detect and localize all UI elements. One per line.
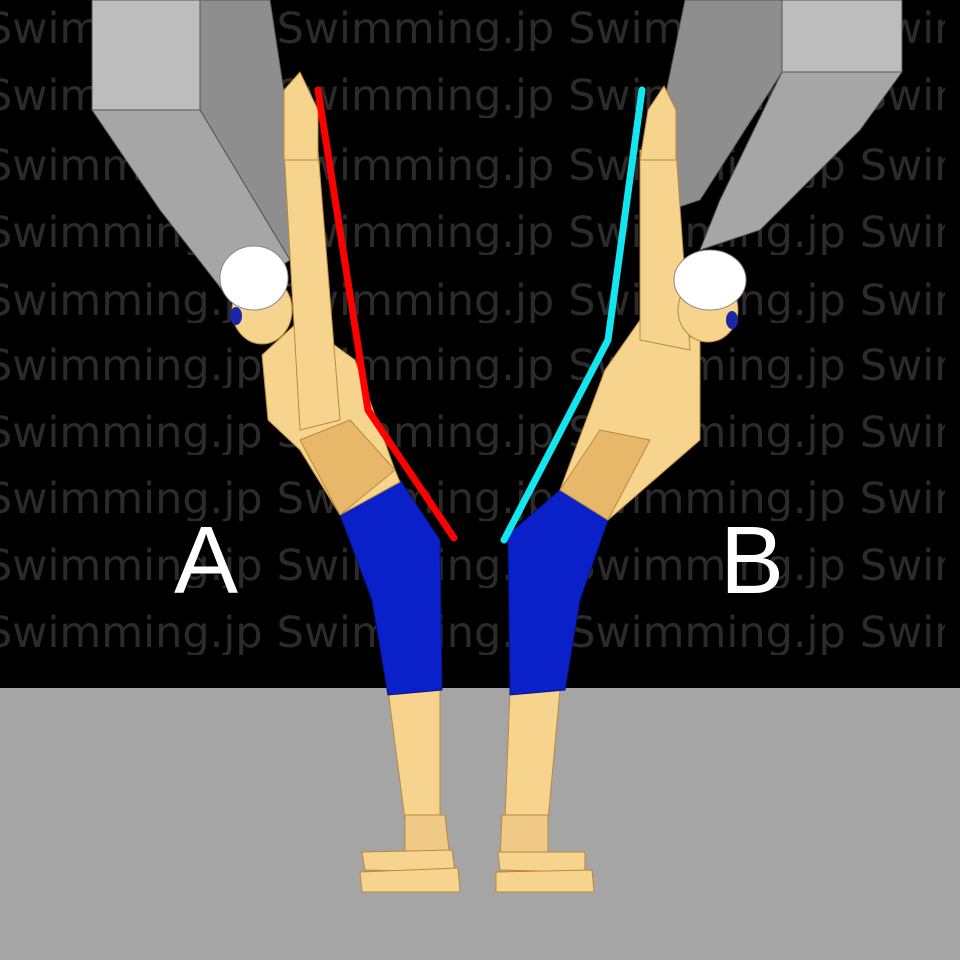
label-b: B <box>720 513 784 609</box>
floor <box>0 688 960 960</box>
label-a: A <box>174 513 238 609</box>
